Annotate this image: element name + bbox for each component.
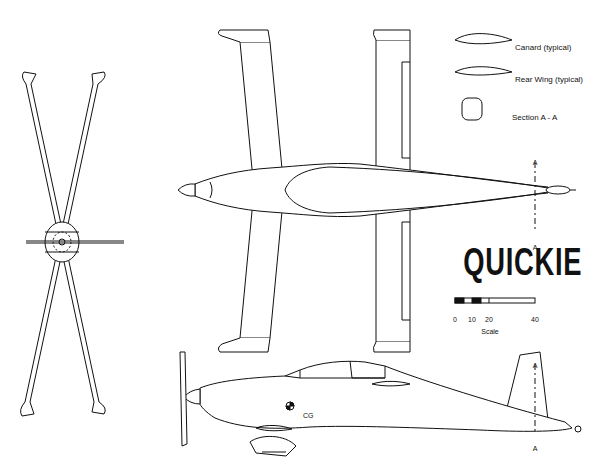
section-mark: A bbox=[533, 159, 538, 166]
scale-number: 0 bbox=[453, 316, 457, 323]
section-mark: A bbox=[533, 445, 538, 452]
section-mark: A bbox=[533, 362, 538, 369]
section-label: Canard (typical) bbox=[515, 44, 571, 52]
section-mark-holder: A bbox=[533, 437, 538, 455]
scale-number: 10 bbox=[468, 316, 476, 323]
scale-bar bbox=[455, 298, 535, 303]
scale-number-holder: 20 bbox=[485, 308, 493, 326]
section-label-holder: Rear Wing (typical) bbox=[515, 68, 583, 86]
side-view bbox=[180, 352, 581, 456]
section-label-holder: Canard (typical) bbox=[515, 36, 571, 54]
scale-number: 40 bbox=[531, 316, 539, 323]
section-mark-holder: A bbox=[533, 151, 538, 169]
section-mark-holder: A bbox=[533, 354, 538, 372]
scale-number-holder: 40 bbox=[531, 308, 539, 326]
section-label: Rear Wing (typical) bbox=[515, 76, 583, 84]
scale-caption: Scale bbox=[481, 328, 499, 335]
scale-number-holder: 0 bbox=[453, 308, 457, 326]
section-legend bbox=[455, 34, 512, 120]
scale-number-holder: 10 bbox=[468, 308, 476, 326]
title: QUICKIE bbox=[464, 243, 583, 281]
front-view bbox=[21, 72, 124, 416]
section-mark: A bbox=[533, 244, 538, 251]
section-label: Section A - A bbox=[512, 114, 557, 122]
cg-label: CG bbox=[303, 412, 314, 419]
scale-number: 20 bbox=[485, 316, 493, 323]
cg-label-holder: CG bbox=[303, 404, 314, 422]
title-holder: QUICKIE bbox=[440, 243, 600, 281]
section-label-holder: Section A - A bbox=[512, 106, 557, 124]
